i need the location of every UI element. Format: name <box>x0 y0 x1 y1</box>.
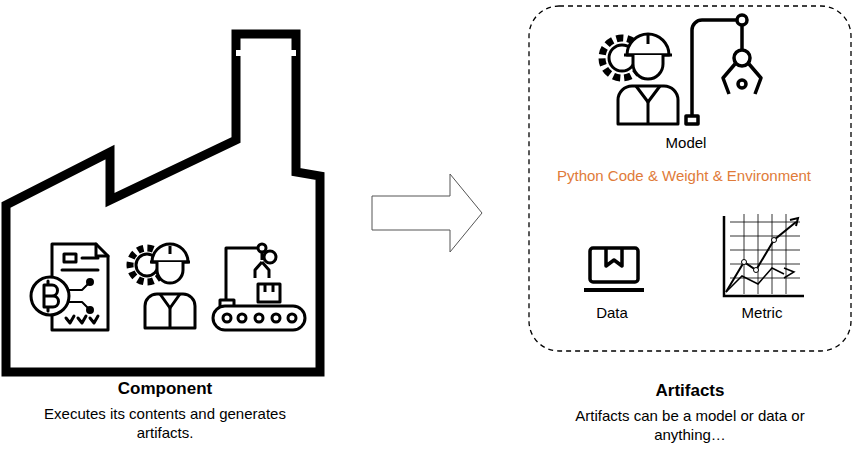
artifacts-group: ArtifactsArtifacts can be a model or dat… <box>528 5 852 352</box>
data-icon <box>584 248 644 290</box>
icon-label: Model <box>666 134 707 152</box>
document-coin-icon <box>31 244 108 330</box>
node-text-group: ComponentExecutes its contents and gener… <box>40 378 290 443</box>
metric-chart-icon <box>724 214 804 296</box>
component-node: ComponentExecutes its contents and gener… <box>0 32 330 445</box>
node-description: Artifacts can be a model or data or anyt… <box>540 407 840 445</box>
node-text-group: ArtifactsArtifacts can be a model or dat… <box>540 380 840 445</box>
icon-label: Metric <box>742 304 783 322</box>
model-robot-arm-icon <box>686 15 761 124</box>
robot-conveyor-icon <box>213 244 305 330</box>
node-title: Component <box>40 378 290 399</box>
worker-icon <box>130 244 195 328</box>
block-arrow <box>372 174 482 252</box>
icon-label: Data <box>596 304 628 322</box>
highlight-note: Python Code & Weight & Environment <box>557 167 811 185</box>
node-title: Artifacts <box>540 380 840 401</box>
node-description: Executes its contents and generates arti… <box>40 405 290 443</box>
dashed-border <box>529 6 851 351</box>
model-worker-icon <box>602 34 678 124</box>
factory-drawing <box>6 34 320 372</box>
